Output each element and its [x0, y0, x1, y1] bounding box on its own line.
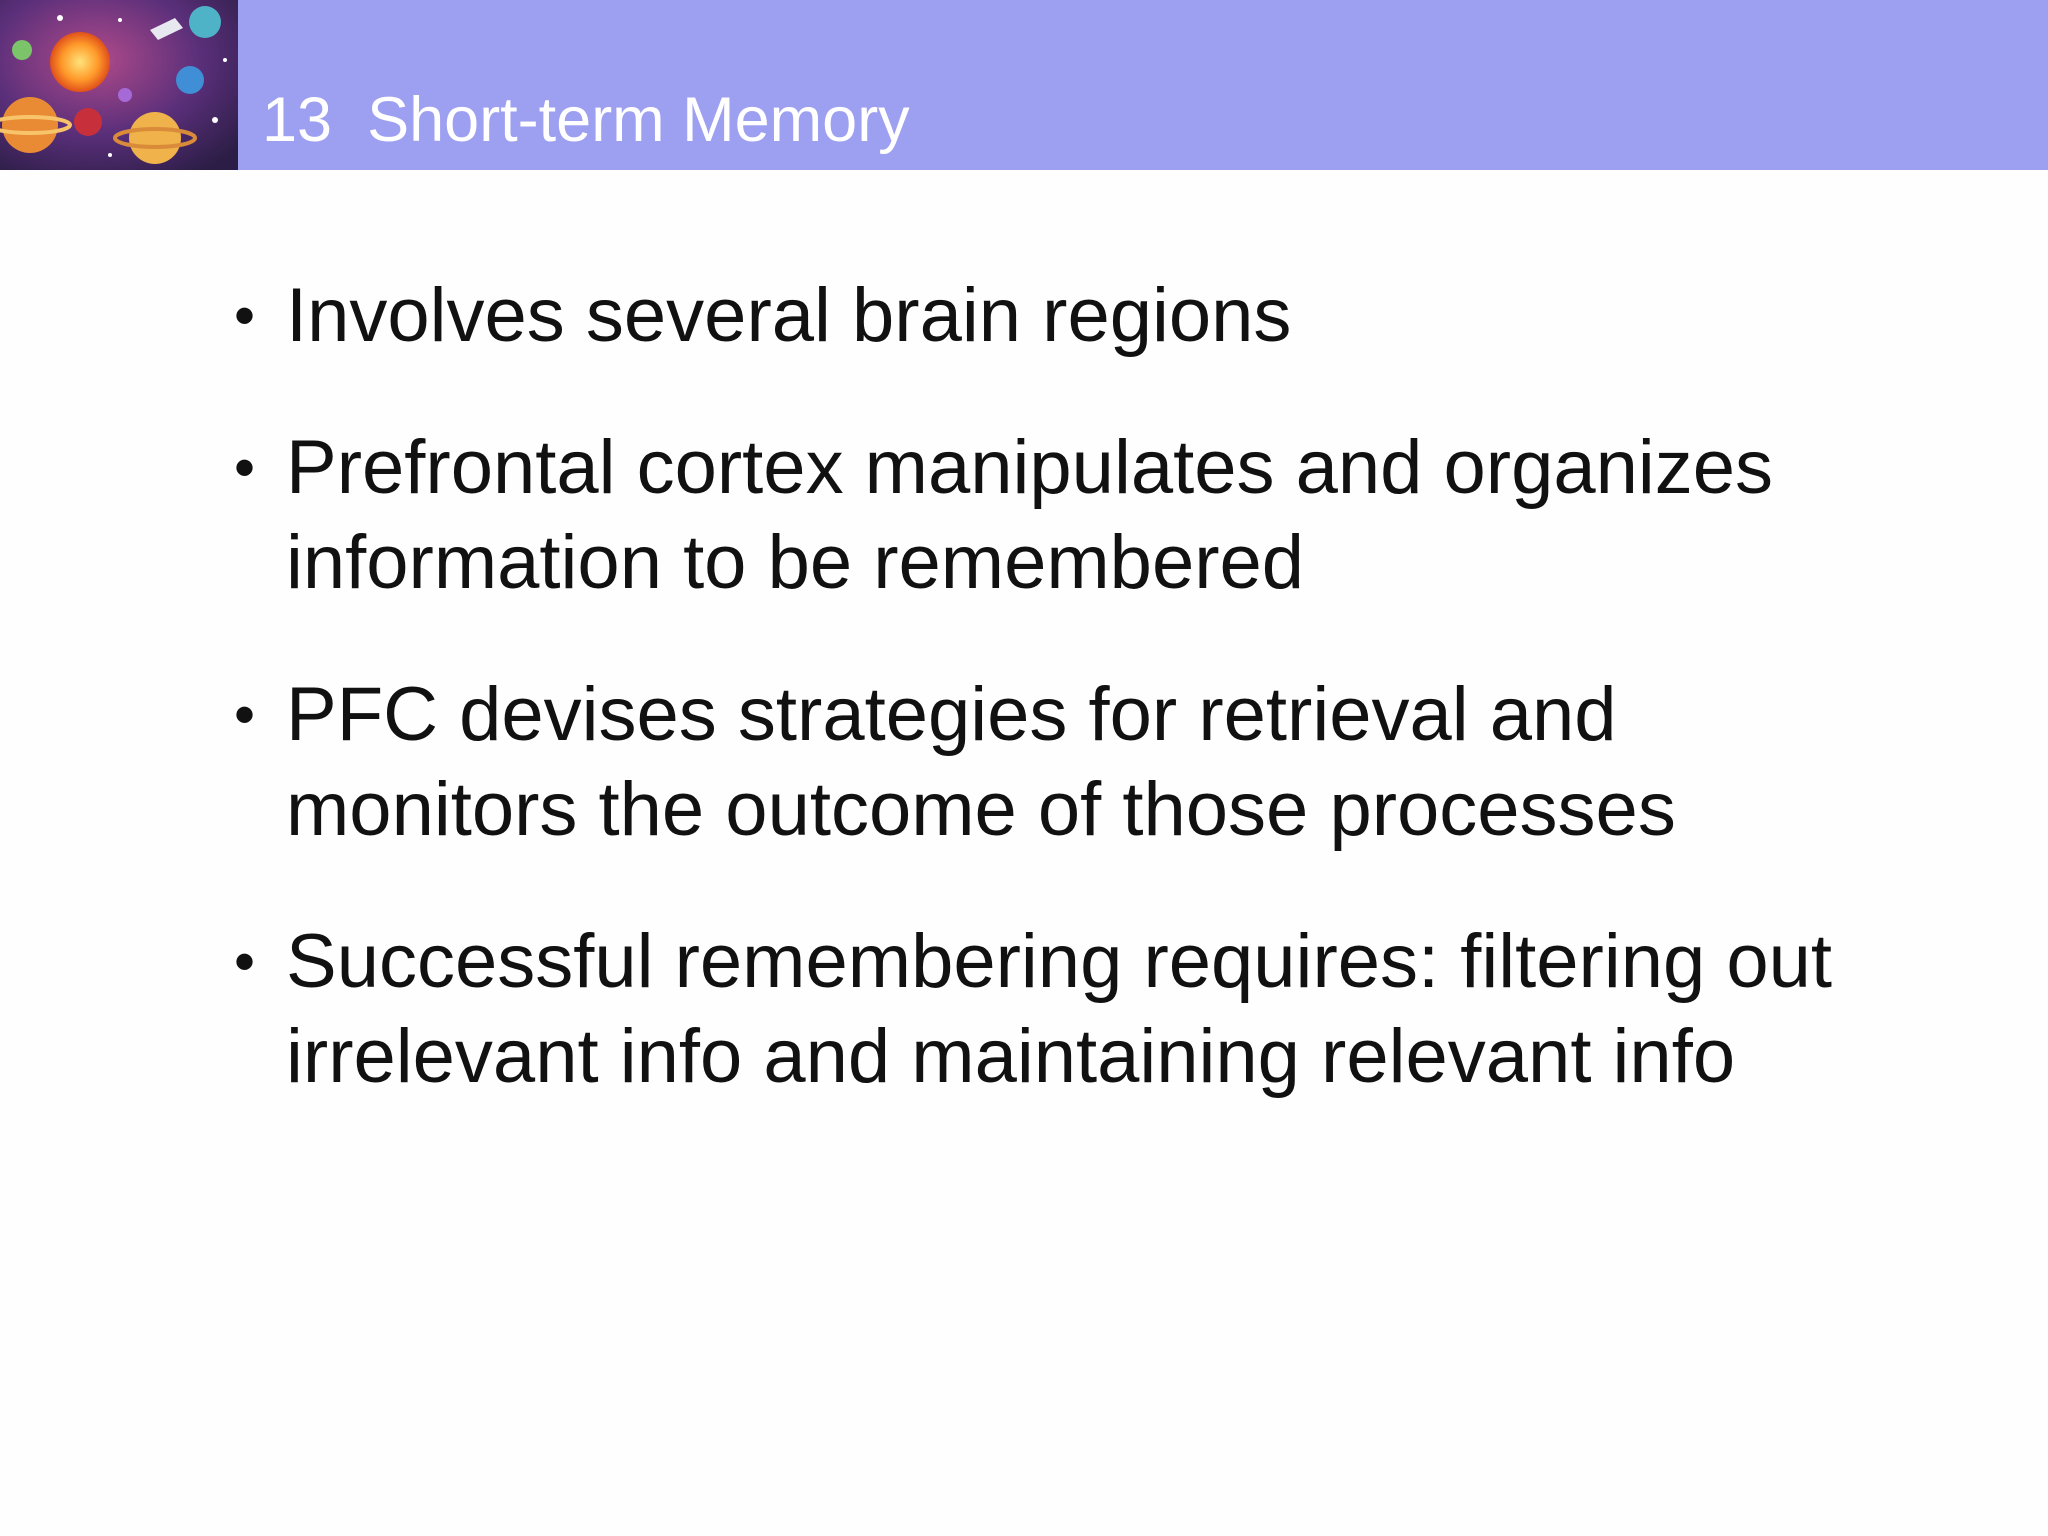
- slide-number: 13: [262, 85, 333, 155]
- bullet-text: Involves several brain regions: [286, 273, 1292, 358]
- bullet-dot-icon: •: [234, 928, 256, 995]
- bullet-item: • Successful remembering requires: filte…: [234, 914, 1834, 1104]
- bullet-dot-icon: •: [234, 434, 256, 501]
- bullet-dot-icon: •: [234, 282, 256, 349]
- solar-system-image: [0, 0, 238, 170]
- solar-system-illustration: [0, 0, 238, 170]
- bullet-text: Successful remembering requires: filteri…: [286, 919, 1833, 1099]
- bullet-item: • Prefrontal cortex manipulates and orga…: [234, 420, 1834, 610]
- bullet-text: PFC devises strategies for retrieval and…: [286, 672, 1676, 852]
- title-bar: 13 Short-term Memory: [0, 0, 2048, 170]
- bullet-list: • Involves several brain regions • Prefr…: [234, 268, 1834, 1161]
- slide-title: 13 Short-term Memory: [262, 82, 910, 158]
- slide-title-text: Short-term Memory: [367, 85, 910, 155]
- bullet-text: Prefrontal cortex manipulates and organi…: [286, 425, 1774, 605]
- bullet-dot-icon: •: [234, 681, 256, 748]
- bullet-item: • PFC devises strategies for retrieval a…: [234, 667, 1834, 857]
- bullet-item: • Involves several brain regions: [234, 268, 1834, 363]
